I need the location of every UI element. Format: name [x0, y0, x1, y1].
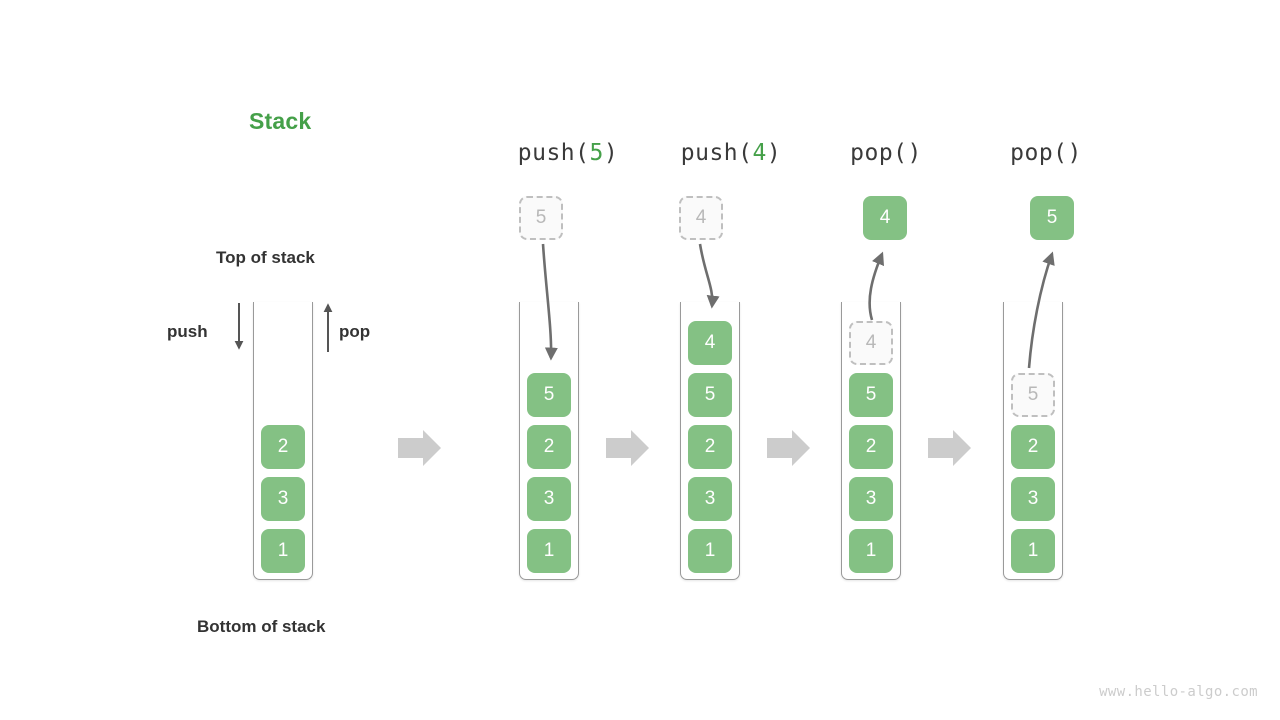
- flow-arrow-step-2-icon: [698, 243, 720, 309]
- op-header-arg: 4: [752, 140, 767, 166]
- op-header-step-2: push(4): [681, 140, 781, 166]
- op-header-arg: 5: [589, 140, 604, 166]
- op-header-suffix: ): [603, 140, 619, 166]
- stack-cell: 1: [1011, 529, 1055, 573]
- pop-label: pop: [339, 322, 371, 341]
- op-header-suffix: ): [1067, 140, 1082, 166]
- stack-cell: 2: [688, 425, 732, 469]
- stack-cell: 3: [849, 477, 893, 521]
- stack-cell: 5: [527, 373, 571, 417]
- op-header-suffix: ): [766, 140, 782, 166]
- push-label: push: [167, 322, 208, 341]
- stack-cell: 3: [1011, 477, 1055, 521]
- op-header-prefix: push(: [517, 140, 590, 166]
- step-arrow-2-icon: [606, 430, 649, 466]
- op-header-prefix: push(: [680, 140, 753, 166]
- bottom-of-stack-label: Bottom of stack: [197, 617, 326, 636]
- stack-cell: 1: [849, 529, 893, 573]
- op-header-step-4: pop(): [1010, 140, 1082, 166]
- stack-cell: 1: [527, 529, 571, 573]
- step-arrow-3-icon: [767, 430, 810, 466]
- op-header-suffix: ): [907, 140, 922, 166]
- stack-cell: 1: [688, 529, 732, 573]
- stack-cell-ghost: 4: [849, 321, 893, 365]
- op-header-step-1: push(5): [518, 140, 618, 166]
- watermark: www.hello-algo.com: [1099, 684, 1258, 700]
- stack-cell: 2: [527, 425, 571, 469]
- floating-cell-step-3: 4: [863, 196, 907, 240]
- stack-cell: 2: [261, 425, 305, 469]
- stack-cell: 3: [527, 477, 571, 521]
- stack-cell: 3: [261, 477, 305, 521]
- op-header-prefix: pop(: [850, 140, 908, 166]
- top-of-stack-label: Top of stack: [216, 248, 315, 267]
- stack-cell-ghost: 5: [1011, 373, 1055, 417]
- floating-cell-step-1: 5: [519, 196, 563, 240]
- stack-cell: 2: [849, 425, 893, 469]
- op-header-step-3: pop(): [850, 140, 922, 166]
- step-arrow-4-icon: [928, 430, 971, 466]
- floating-cell-step-4: 5: [1030, 196, 1074, 240]
- stack-cell: 4: [688, 321, 732, 365]
- stack-cell: 3: [688, 477, 732, 521]
- stack-cell: 5: [688, 373, 732, 417]
- stack-cell: 1: [261, 529, 305, 573]
- page-title: Stack: [249, 108, 312, 134]
- stack-cell: 2: [1011, 425, 1055, 469]
- step-arrow-1-icon: [398, 430, 441, 466]
- op-header-prefix: pop(: [1010, 140, 1068, 166]
- floating-cell-step-2: 4: [679, 196, 723, 240]
- stack-cell: 5: [849, 373, 893, 417]
